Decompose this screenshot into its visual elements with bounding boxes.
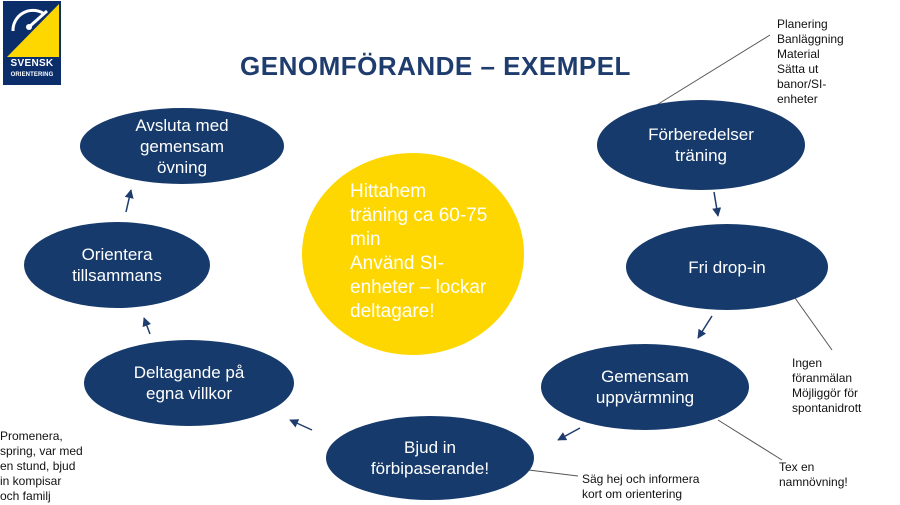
node-deltagande-label: Deltagande på egna villkor xyxy=(133,363,245,403)
callout-line-planering xyxy=(654,34,771,107)
node-avsluta-label: Avsluta med gemensam övning xyxy=(135,115,229,177)
logo-text-svensk: SVENSK xyxy=(10,58,54,69)
node-forberedelser-label: Förberedelser träning xyxy=(648,125,754,165)
arrow-uppvarmning-to-bjudin xyxy=(557,427,581,441)
arrow-deltagande-to-orientera xyxy=(142,317,152,335)
node-bjud-in-label: Bjud in förbipaserande! xyxy=(370,438,490,478)
node-orientera-tillsammans-label: Orientera tillsammans xyxy=(72,245,162,285)
node-deltagande: Deltagande på egna villkor xyxy=(84,340,294,426)
node-bjud-in: Bjud in förbipaserande! xyxy=(326,416,534,500)
node-fri-drop-in: Fri drop-in xyxy=(626,224,828,310)
note-planering: Planering Banläggning Material Sätta ut … xyxy=(777,17,844,106)
center-circle xyxy=(302,153,524,355)
node-avsluta: Avsluta med gemensam övning xyxy=(80,108,284,184)
svensk-orientering-logo: SVENSK ORIENTERING xyxy=(3,1,61,85)
callout-line-tex xyxy=(717,419,783,461)
note-tex-namnovning: Tex en namnövning! xyxy=(779,460,848,489)
page-title: GENOMFÖRANDE – EXEMPEL xyxy=(240,51,631,81)
arrow-bjudin-to-deltagande xyxy=(289,419,313,431)
callout-line-ingen xyxy=(794,297,833,351)
note-sag-hej: Säg hej och informera kort om orienterin… xyxy=(582,472,700,501)
node-gemensam-uppvarmning: Gemensam uppvärmning xyxy=(541,344,749,430)
center-text: Hittahem träning ca 60-75 min Använd SI-… xyxy=(350,181,488,322)
compass-logo-icon xyxy=(3,1,61,85)
node-gemensam-uppvarmning-label: Gemensam uppvärmning xyxy=(595,367,695,407)
logo-text-orientering: ORIENTERING xyxy=(10,72,54,78)
arrow-orientera-to-avsluta xyxy=(124,189,134,213)
arrow-dropin-to-uppvarmning xyxy=(697,315,713,339)
note-promenera: Promenera, spring, var med en stund, bju… xyxy=(0,429,83,503)
node-forberedelser: Förberedelser träning xyxy=(597,100,805,190)
node-fri-drop-in-label: Fri drop-in xyxy=(688,257,766,277)
note-ingen-foranmalan: Ingen föranmälan Möjliggör för spontanid… xyxy=(792,356,862,415)
arrow-forberedelser-to-dropin xyxy=(712,191,722,217)
node-orientera-tillsammans: Orientera tillsammans xyxy=(24,222,210,308)
